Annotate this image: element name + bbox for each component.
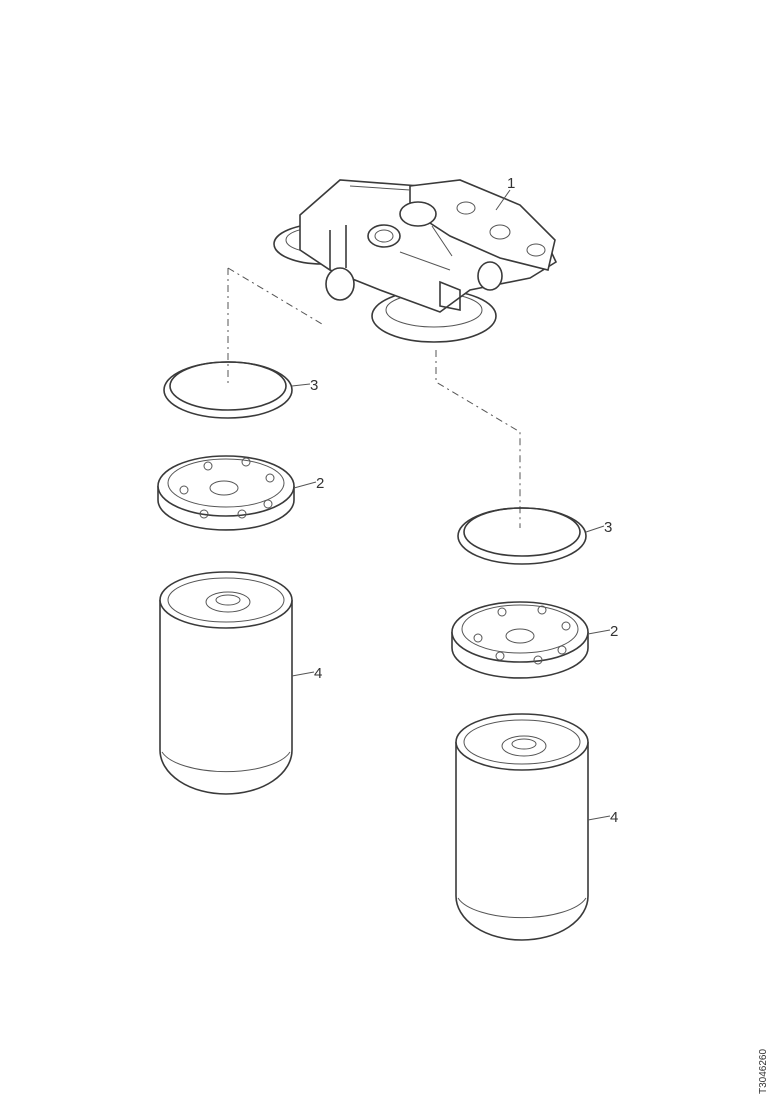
assembly-axis-right xyxy=(435,350,521,528)
leader-4-right xyxy=(587,815,611,821)
callout-4-right: 4 xyxy=(610,809,618,826)
leader-2-left xyxy=(293,481,317,489)
callout-2-right: 2 xyxy=(610,623,618,640)
leader-4-left xyxy=(291,671,315,677)
leader-2-right xyxy=(587,629,611,635)
leader-1 xyxy=(495,189,511,211)
callout-1: 1 xyxy=(507,175,515,192)
seal-ring-left xyxy=(163,361,293,419)
callout-2-left: 2 xyxy=(316,475,324,492)
filter-cartridge-left xyxy=(159,571,293,795)
callout-3-left: 3 xyxy=(310,377,318,394)
leader-3-left xyxy=(291,383,311,387)
seal-ring-right xyxy=(457,507,587,565)
callout-3-right: 3 xyxy=(604,519,612,536)
base-plate-left xyxy=(157,455,295,531)
filter-head-housing xyxy=(273,179,558,343)
filter-cartridge-right xyxy=(455,713,589,941)
callout-4-left: 4 xyxy=(314,665,322,682)
assembly-axis-left xyxy=(227,267,323,384)
base-plate-right xyxy=(451,601,589,679)
figure-id: T3046260 xyxy=(758,1049,769,1094)
leader-3-right xyxy=(585,525,605,533)
